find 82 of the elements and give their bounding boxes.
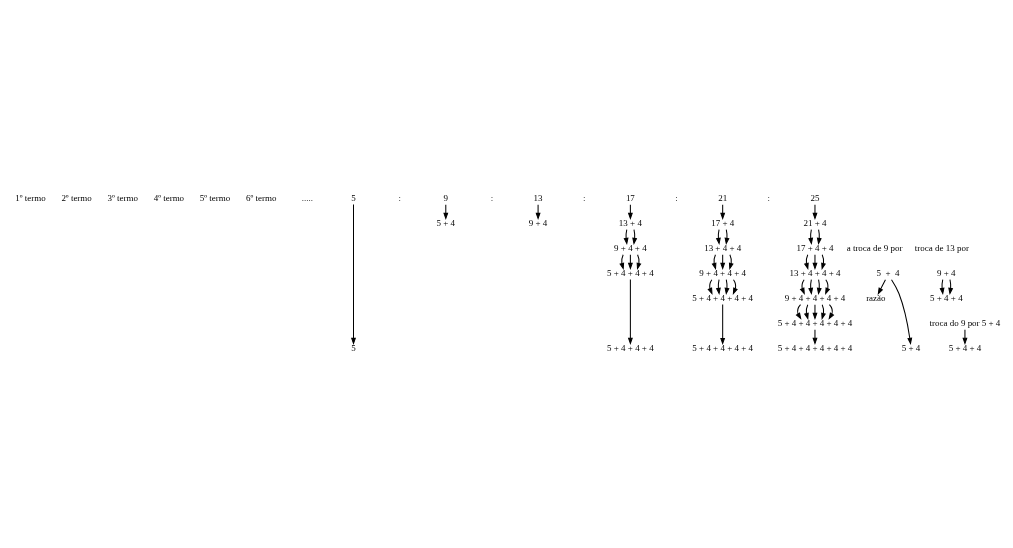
arrow	[824, 279, 830, 295]
arrow	[706, 279, 713, 295]
arrow	[811, 329, 817, 346]
arrow	[807, 229, 813, 246]
node-text: 17 + 4 + 4	[795, 243, 833, 254]
arrow	[811, 254, 817, 271]
arrow	[799, 279, 805, 295]
node-text: 9 + 4	[528, 218, 547, 229]
label: :	[397, 193, 401, 204]
arrow	[795, 304, 801, 320]
label: :	[582, 193, 585, 204]
arrow	[711, 254, 716, 270]
node-text: 5 + 4	[436, 218, 455, 229]
node-text: razão	[865, 293, 886, 304]
arrow	[715, 229, 721, 246]
arrow	[623, 229, 629, 246]
arrow	[728, 254, 734, 270]
node-text: 5 + 4 + 4	[948, 343, 981, 354]
node-text: 9	[443, 193, 448, 204]
node-text: 17	[625, 193, 635, 204]
node-text: 9 + 4 + 4 + 4	[698, 268, 746, 279]
node-text: 9 + 4 + 4 + 4 + 4	[784, 293, 845, 304]
arrow	[877, 279, 886, 295]
node-text: 5 + 4	[876, 268, 900, 279]
label: a troca de 9 por	[846, 243, 902, 254]
node-text: 17 + 4	[710, 218, 734, 229]
arrow	[890, 279, 912, 345]
arrow	[947, 279, 953, 296]
arrow	[627, 278, 633, 345]
arrow	[631, 229, 637, 246]
node-text: 13 + 4 + 4	[703, 243, 741, 254]
label: .....	[301, 193, 313, 204]
node-text: 5 + 4 + 4 + 4 + 4	[691, 343, 753, 354]
arrow	[811, 204, 817, 221]
node-text: 9 + 4 + 4	[613, 243, 647, 254]
node-text: 5 + 4 + 4 + 4 + 4 + 4	[777, 343, 852, 354]
node-text: 5	[350, 193, 356, 204]
arrow	[618, 254, 624, 270]
arrow	[961, 329, 967, 346]
label: 2º termo	[60, 193, 92, 204]
arrow	[820, 254, 826, 270]
arrow	[816, 229, 822, 246]
node-text: 25	[809, 193, 819, 204]
node-text: 21	[717, 193, 727, 204]
node-text: troca do 9 por 5 + 4	[929, 318, 1000, 329]
node-text: 13	[533, 193, 543, 204]
node-text: 13 + 4 + 4 + 4	[788, 268, 840, 279]
node-text: 5	[350, 343, 356, 354]
arrow	[816, 279, 822, 296]
arrow	[820, 304, 826, 320]
node-text: 5 + 4 + 4	[929, 293, 963, 304]
arrow	[803, 304, 809, 320]
label: 1º termo	[14, 193, 46, 204]
label: troca de 13 por	[914, 243, 969, 254]
arrow	[724, 229, 729, 246]
node-text: 5 + 4	[901, 343, 920, 354]
node-text: 5 + 4 + 4 + 4	[606, 343, 654, 354]
arrow	[350, 203, 356, 346]
arrow	[827, 304, 834, 320]
label: 6º termo	[245, 193, 276, 204]
arrow	[636, 254, 641, 270]
label: 5º termo	[199, 193, 230, 204]
arrow	[724, 279, 729, 296]
arrow	[803, 254, 809, 270]
label: 3º termo	[107, 193, 138, 204]
node-text: 9 + 4	[936, 268, 956, 279]
label: :	[674, 193, 678, 204]
node-text: 5 + 4 + 4 + 4 + 4	[691, 293, 753, 304]
arrow	[811, 304, 817, 321]
label: :	[767, 193, 770, 204]
arrow	[807, 279, 813, 296]
arrow	[732, 279, 738, 295]
arrow	[535, 204, 541, 221]
label: :	[490, 193, 493, 204]
node-text: 13 + 4	[618, 218, 642, 229]
label: 4º termo	[153, 193, 184, 204]
node-text: 5 + 4 + 4 + 4 + 4 + 4	[777, 318, 852, 329]
arrow	[719, 303, 725, 346]
arrow	[715, 279, 721, 296]
arrow	[939, 279, 944, 296]
node-text: 21 + 4	[802, 218, 826, 229]
node-text: 5 + 4 + 4 + 4	[606, 268, 654, 279]
